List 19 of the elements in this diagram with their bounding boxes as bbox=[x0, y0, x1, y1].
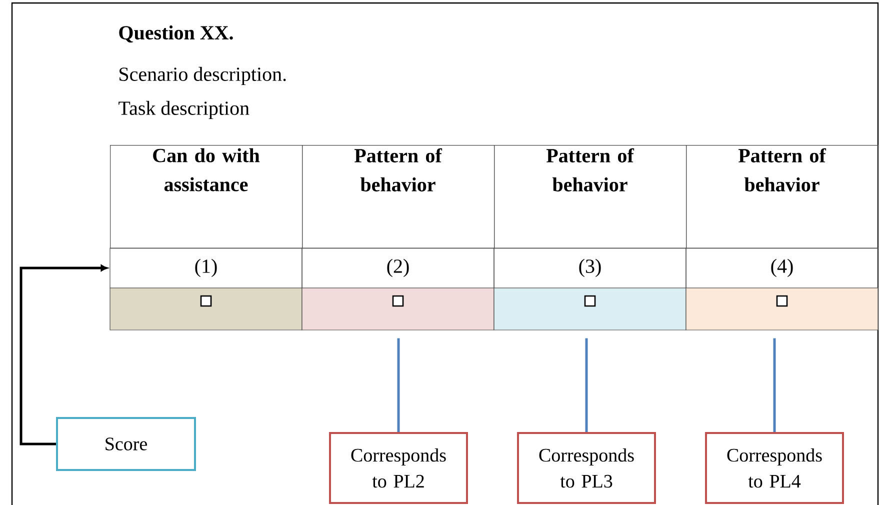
table-header-cell: Can do with assistance bbox=[110, 145, 303, 249]
description-text: Task description bbox=[118, 100, 250, 120]
connector-line bbox=[773, 338, 776, 432]
table-header-cell: Pattern of behavior bbox=[686, 145, 879, 249]
score-box: Score bbox=[56, 417, 196, 471]
table-header-cell: Pattern of behavior bbox=[302, 145, 495, 249]
checkbox-cell bbox=[302, 288, 494, 330]
checkbox-cell bbox=[110, 288, 302, 330]
label-box: Corresponds to PL3 bbox=[517, 432, 656, 504]
description-text: Scenario description. bbox=[120, 66, 286, 86]
arrow bbox=[20, 264, 108, 446]
label-box: Corresponds to PL4 bbox=[705, 432, 844, 504]
label-box: Corresponds to PL2 bbox=[329, 432, 468, 504]
checkbox-cell bbox=[494, 288, 686, 330]
connector-line bbox=[397, 338, 400, 432]
connector-line bbox=[585, 338, 588, 432]
question-title: Question XX. bbox=[119, 25, 233, 43]
table-header-cell: Pattern of behavior bbox=[494, 145, 687, 249]
checkbox-cell bbox=[686, 288, 878, 330]
